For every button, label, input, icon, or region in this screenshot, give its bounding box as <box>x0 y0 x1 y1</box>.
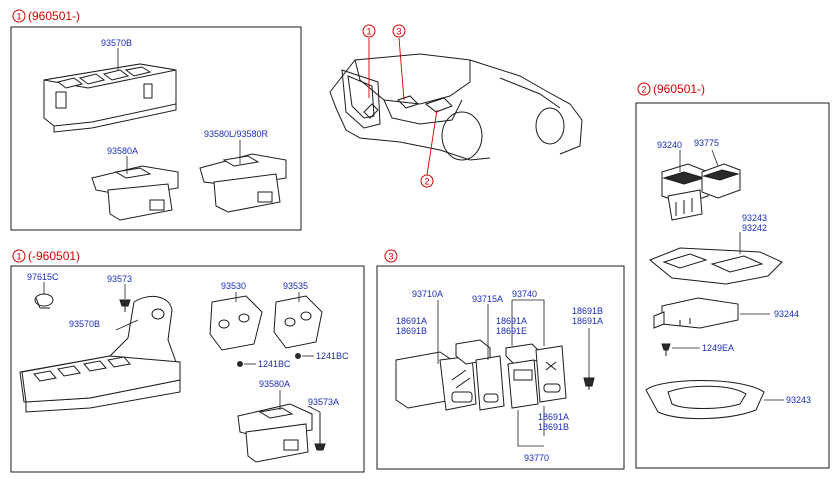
car-callout-3: 3 <box>396 27 401 37</box>
panel-right-label: (960501-) <box>653 82 705 96</box>
part-clip-97615C <box>34 293 54 309</box>
callout-number: 2 <box>641 85 646 95</box>
label-1241BC-a: 1241BC <box>258 359 291 369</box>
label-93573A: 93573A <box>308 397 339 407</box>
panel-right-frame <box>635 102 830 469</box>
callout-number: 3 <box>388 252 393 262</box>
part-screw-1249EA <box>661 343 671 356</box>
label-93244: 93244 <box>774 309 799 319</box>
panel-top-left-label: (960501-) <box>28 9 80 23</box>
label-93570B-bot: 93570B <box>69 319 100 329</box>
label-93240: 93240 <box>657 140 682 150</box>
part-switch-93580A-bot <box>237 403 313 463</box>
panel-top-left-frame <box>10 26 302 231</box>
callout-circle <box>12 9 26 23</box>
label-97615C: 97615C <box>27 272 59 282</box>
label-18691B-r: 18691B <box>572 306 603 316</box>
label-18691A-3: 18691A <box>538 412 569 422</box>
callout-number: 1 <box>16 252 21 262</box>
label-93770: 93770 <box>524 453 549 463</box>
label-93775: 93775 <box>694 138 719 148</box>
label-18691E: 18691E <box>496 326 527 336</box>
panel-bottom-left-header: 1 (-960501) <box>12 249 80 263</box>
part-switch-93710A <box>395 351 477 411</box>
label-93243-a: 93243 <box>742 213 767 223</box>
part-screw-93573A <box>314 412 326 451</box>
car-callouts: 1 3 2 <box>362 24 438 188</box>
label-18691A-r: 18691A <box>572 316 603 326</box>
label-93715A: 93715A <box>472 294 503 304</box>
label-93580A-top: 93580A <box>107 146 138 156</box>
label-1249EA: 1249EA <box>702 343 734 353</box>
leader-93740 <box>511 299 545 346</box>
label-93535: 93535 <box>283 281 308 291</box>
panel-top-left-header: 1 (960501-) <box>12 9 80 23</box>
leader-93573A <box>307 405 321 413</box>
label-93580LR: 93580L/93580R <box>204 129 269 139</box>
part-switch-93535 <box>273 295 323 359</box>
part-switch-93530 <box>209 295 263 367</box>
callout-number: 1 <box>16 12 21 22</box>
label-18691A-1: 18691A <box>396 316 427 326</box>
label-93740: 93740 <box>512 289 537 299</box>
part-screw-93573 <box>119 299 131 312</box>
part-switch-93580LR <box>199 153 287 213</box>
panel-bottom-left-frame <box>10 265 365 473</box>
leader-93775 <box>711 149 719 167</box>
car-illustration <box>329 53 583 161</box>
label-1241BC-b: 1241BC <box>316 351 349 361</box>
label-93570B-top: 93570B <box>101 38 132 48</box>
callout-circle <box>637 82 651 96</box>
label-93710A: 93710A <box>412 289 443 299</box>
part-switch-93240 <box>661 163 709 221</box>
label-18691B-3: 18691B <box>538 422 569 432</box>
leader-93770 <box>517 406 545 447</box>
label-93580A-bot: 93580A <box>259 379 290 389</box>
part-clip-right <box>583 377 595 390</box>
part-master-switch-top <box>43 63 177 133</box>
part-bezel-93243-upper <box>649 247 783 285</box>
panel-bottom-mid-frame <box>376 265 625 470</box>
part-switch-93775 <box>701 163 741 199</box>
part-switch-93715A <box>455 339 505 411</box>
car-callout-2: 2 <box>424 177 429 187</box>
callout-circle <box>384 249 398 263</box>
panel-bottom-mid-header: 3 <box>384 249 398 263</box>
part-cover-93244 <box>653 297 739 329</box>
label-93573: 93573 <box>107 274 132 284</box>
panel-right-header: 2 (960501-) <box>637 82 705 96</box>
callout-circle <box>12 249 26 263</box>
label-93530: 93530 <box>221 281 246 291</box>
part-switch-93580A-top <box>91 165 179 221</box>
part-switch-93740 <box>505 343 567 409</box>
label-18691B-1: 18691B <box>396 326 427 336</box>
car-callout-1: 1 <box>366 27 371 37</box>
part-bezel-93243-lower <box>645 380 765 420</box>
label-93242: 93242 <box>742 223 767 233</box>
leader-93570B-bot <box>115 319 139 331</box>
label-93243-b: 93243 <box>786 395 811 405</box>
panel-bottom-left-label: (-960501) <box>28 249 80 263</box>
label-18691A-2: 18691A <box>496 316 527 326</box>
part-master-switch-bottom <box>19 295 181 413</box>
